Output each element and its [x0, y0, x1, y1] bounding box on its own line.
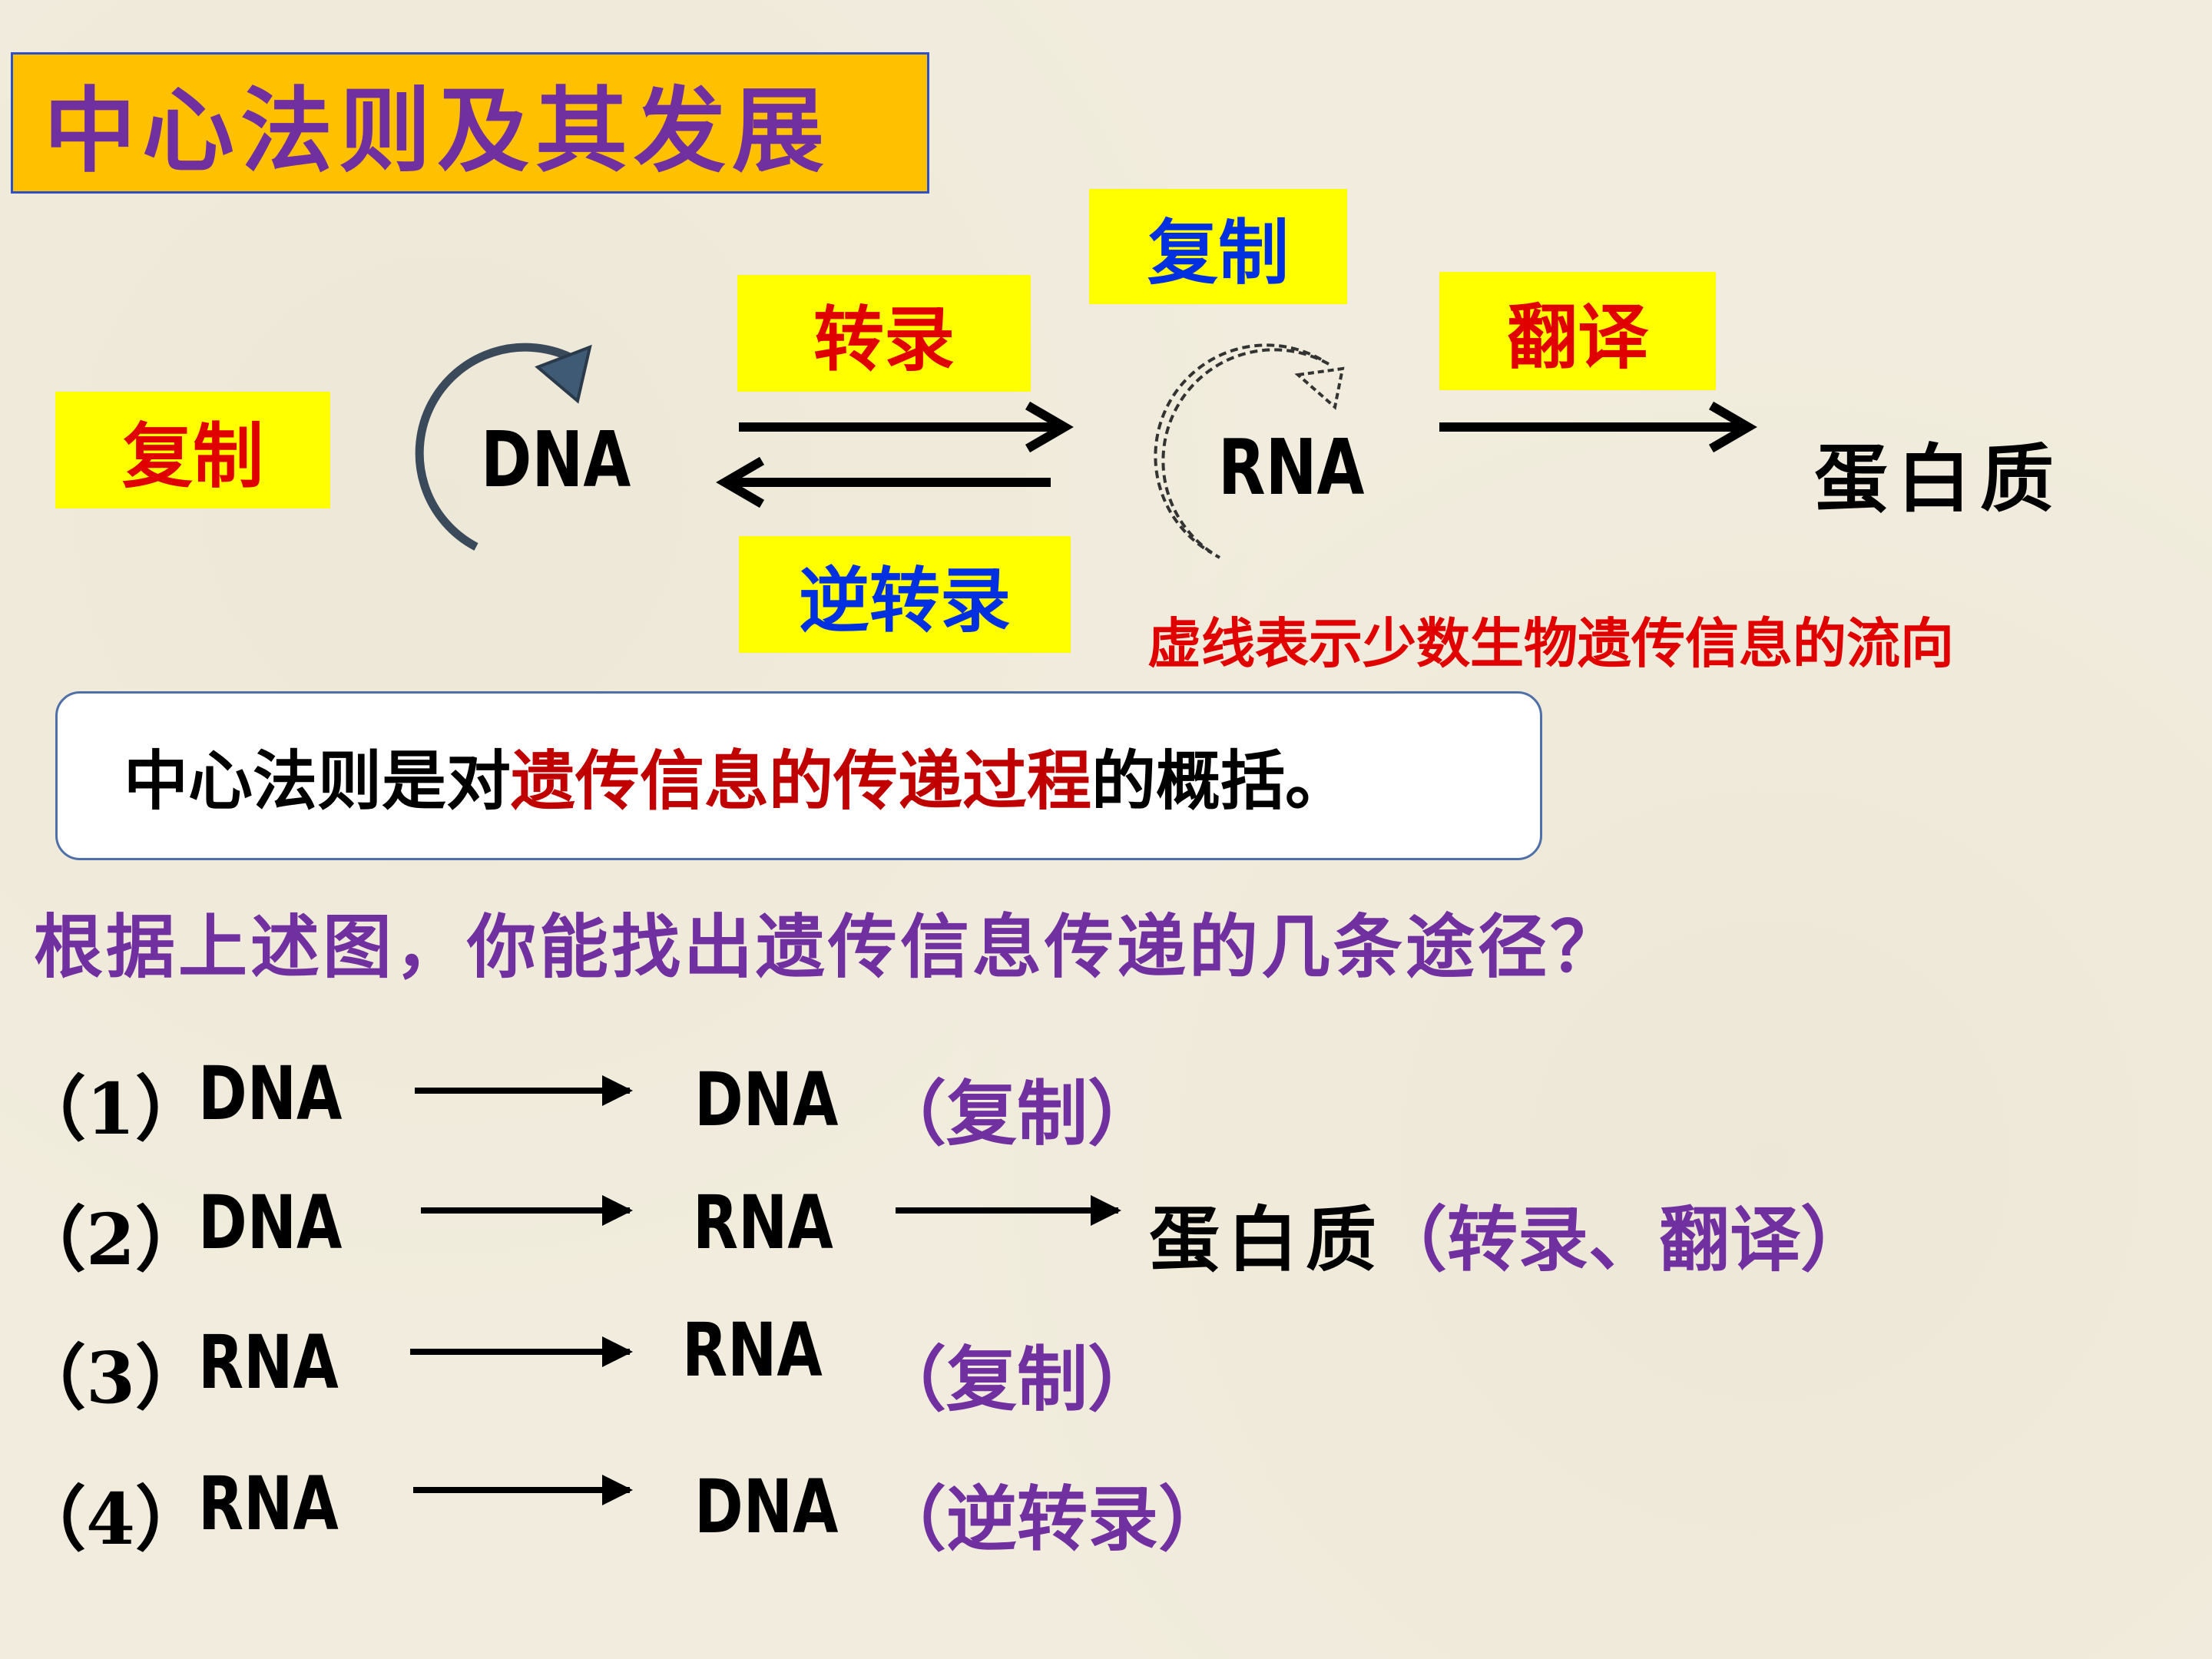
dna-node: DNA [481, 415, 631, 505]
rna-replication-cycle-icon [1154, 343, 1345, 559]
pathway-2-note: （转录、翻译） [1376, 1198, 1872, 1281]
summary-box: 中心法则是对遗传信息的传递过程的概括。 [55, 691, 1542, 860]
title-box: 中心法则及其发展 [11, 52, 929, 194]
pathway-4-note: （逆转录） [876, 1478, 1230, 1561]
translation-label: 翻译 [1439, 272, 1716, 390]
pathway-3-to: RNA [682, 1307, 823, 1393]
dna-replication-label: 复制 [55, 392, 330, 508]
transcription-label: 转录 [737, 275, 1031, 392]
dashed-line-note: 虚线表示少数生物遗传信息的流向 [1147, 611, 1954, 675]
summary-suffix: 的概括。 [1091, 742, 1350, 819]
pathway-4-from: RNA [198, 1461, 339, 1547]
pathway-4-num: （4） [15, 1478, 207, 1561]
pathway-1-note: （复制） [876, 1072, 1159, 1155]
pathway-3-note: （复制） [876, 1338, 1159, 1421]
protein-node: 蛋白质 [1814, 435, 2063, 522]
pathway-3-from: RNA [198, 1320, 339, 1406]
pathway-1-num: （1） [15, 1068, 207, 1151]
pathway-arrows [410, 1075, 1121, 1505]
summary-prefix: 中心法则是对 [124, 742, 512, 819]
question-text: 根据上述图，你能找出遗传信息传递的几条途径？ [34, 906, 1622, 988]
pathway-4-to: DNA [694, 1464, 839, 1550]
rna-replication-label: 复制 [1089, 189, 1347, 304]
pathway-1-from: DNA [198, 1051, 343, 1137]
pathway-2-num: （2） [15, 1198, 207, 1281]
reverse-transcription-label: 逆转录 [739, 536, 1071, 653]
pathway-2-to2: 蛋白质 [1149, 1198, 1385, 1281]
rna-node: RNA [1218, 422, 1365, 512]
pathway-3-num: （3） [15, 1336, 207, 1419]
pathway-2-to: RNA [693, 1180, 833, 1266]
summary-highlight: 遗传信息的传递过程 [511, 742, 1092, 819]
page-title: 中心法则及其发展 [44, 77, 830, 185]
dna-replication-cycle-icon [415, 343, 592, 551]
pathway-2-from: DNA [198, 1180, 343, 1266]
pathway-1-to: DNA [694, 1057, 839, 1143]
